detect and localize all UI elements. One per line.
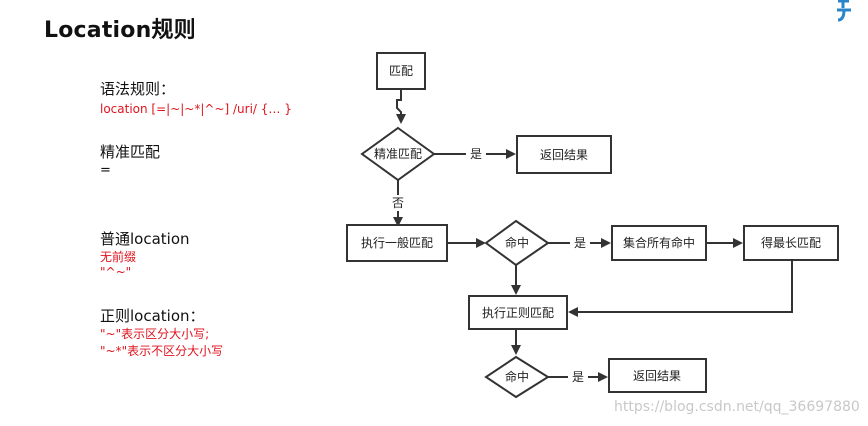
regex-line-2: "~*"表示不区分大小写 xyxy=(100,344,224,358)
edge-label-no: 否 xyxy=(392,196,404,210)
node-collect-hits-label: 集合所有命中 xyxy=(623,235,695,250)
node-decision-hit-1-label: 命中 xyxy=(505,235,529,250)
node-decision-exact xyxy=(360,126,436,182)
node-normal-match-label: 执行一般匹配 xyxy=(361,235,433,250)
syntax-heading: 语法规则： xyxy=(100,80,176,98)
node-longest-match xyxy=(743,225,839,261)
node-result-2-label: 返回结果 xyxy=(633,369,681,383)
exact-heading: 精准匹配 xyxy=(100,143,161,161)
node-start xyxy=(376,52,426,90)
node-regex-match-label: 执行正则匹配 xyxy=(482,306,554,320)
normal-line-1: 无前缀 xyxy=(100,250,137,264)
node-result-2 xyxy=(608,358,707,393)
exact-value: = xyxy=(100,163,111,178)
logo-icon xyxy=(837,0,851,22)
regex-line-1: "~"表示区分大小写; xyxy=(100,327,210,341)
regex-heading: 正则location： xyxy=(100,307,205,325)
watermark-text: https://blog.csdn.net/qq_36697880 xyxy=(614,399,860,415)
node-regex-match xyxy=(468,295,568,330)
node-collect-hits xyxy=(611,225,707,261)
node-decision-exact-label: 精准匹配 xyxy=(374,147,422,161)
edge-label-yes-2: 是 xyxy=(574,236,586,250)
node-result-1-label: 返回结果 xyxy=(540,148,588,162)
normal-line-2: "^~" xyxy=(100,265,132,279)
node-normal-match xyxy=(346,224,448,262)
node-decision-hit-1 xyxy=(484,219,550,267)
edge-label-yes-3: 是 xyxy=(572,370,584,384)
node-decision-hit-2 xyxy=(484,355,550,399)
node-longest-match-label: 得最长匹配 xyxy=(761,235,821,250)
syntax-value: location [=|~|~*|^~] /uri/ {… } xyxy=(100,102,292,116)
node-start-label: 匹配 xyxy=(389,64,413,78)
edge-start-to-exact xyxy=(396,89,406,124)
page-title: Location规则 xyxy=(44,18,196,43)
normal-heading: 普通location xyxy=(100,230,190,248)
node-decision-hit-2-label: 命中 xyxy=(505,369,529,384)
edge-longest-to-regex xyxy=(568,260,793,317)
edge-label-yes-1: 是 xyxy=(470,147,482,161)
node-result-1 xyxy=(516,135,612,174)
